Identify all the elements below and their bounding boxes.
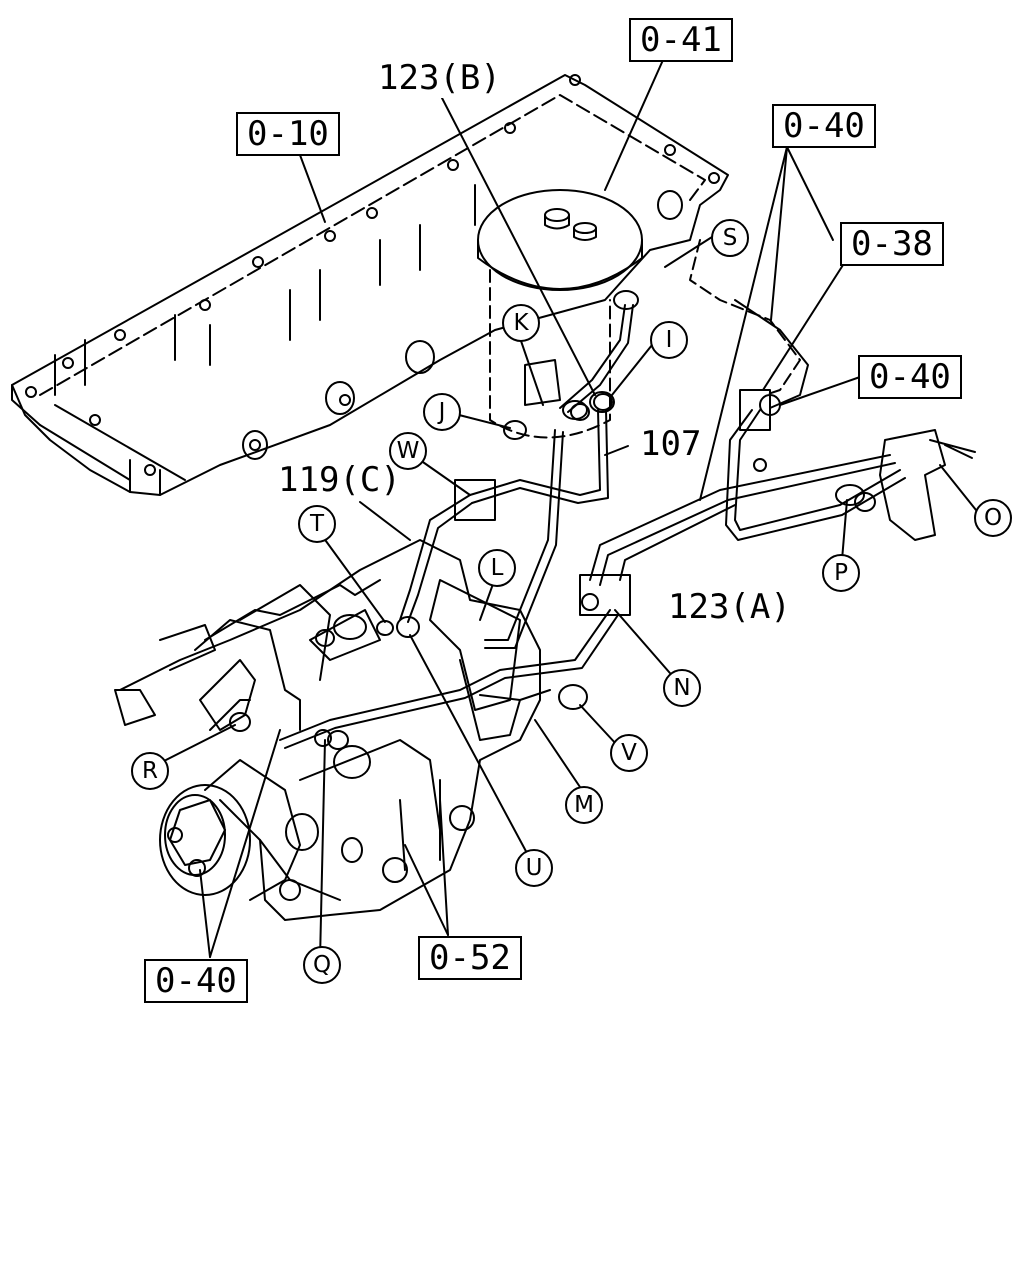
ref-label-0-38: 0-38 [840,222,944,266]
callout-s: S [711,219,749,257]
ref-label-0-10: 0-10 [236,112,340,156]
callout-q: Q [303,946,341,984]
callout-j: J [423,393,461,431]
callout-u: U [515,849,553,887]
ref-label-123-b: 123(B) [378,58,501,98]
callout-w: W [389,432,427,470]
fuel-filter-canister [477,189,643,439]
ref-label-119-c: 119(C) [278,460,401,500]
ref-label-0-41: 0-41 [629,18,733,62]
callout-o: O [974,499,1012,537]
ref-label-0-40-top: 0-40 [772,104,876,148]
ref-label-0-40-right: 0-40 [858,355,962,399]
callout-v: V [610,734,648,772]
leader-lines [159,59,981,961]
callout-k: K [502,304,540,342]
callout-r: R [131,752,169,790]
ref-label-107: 107 [640,424,702,464]
right-bracket-assembly [739,389,976,541]
ref-label-0-52: 0-52 [418,936,522,980]
rocker-cover-gasket [11,74,729,496]
ref-label-123-a: 123(A) [668,587,791,627]
callout-m: M [565,786,603,824]
callout-n: N [663,669,701,707]
callout-t: T [298,505,336,543]
callout-i: I [650,321,688,359]
banjo-fittings [229,359,631,750]
ref-label-0-40-bottom: 0-40 [144,959,248,1003]
pump-coupling [159,659,301,901]
callout-p: P [822,554,860,592]
injection-pump-body [114,539,541,921]
callout-l: L [478,549,516,587]
